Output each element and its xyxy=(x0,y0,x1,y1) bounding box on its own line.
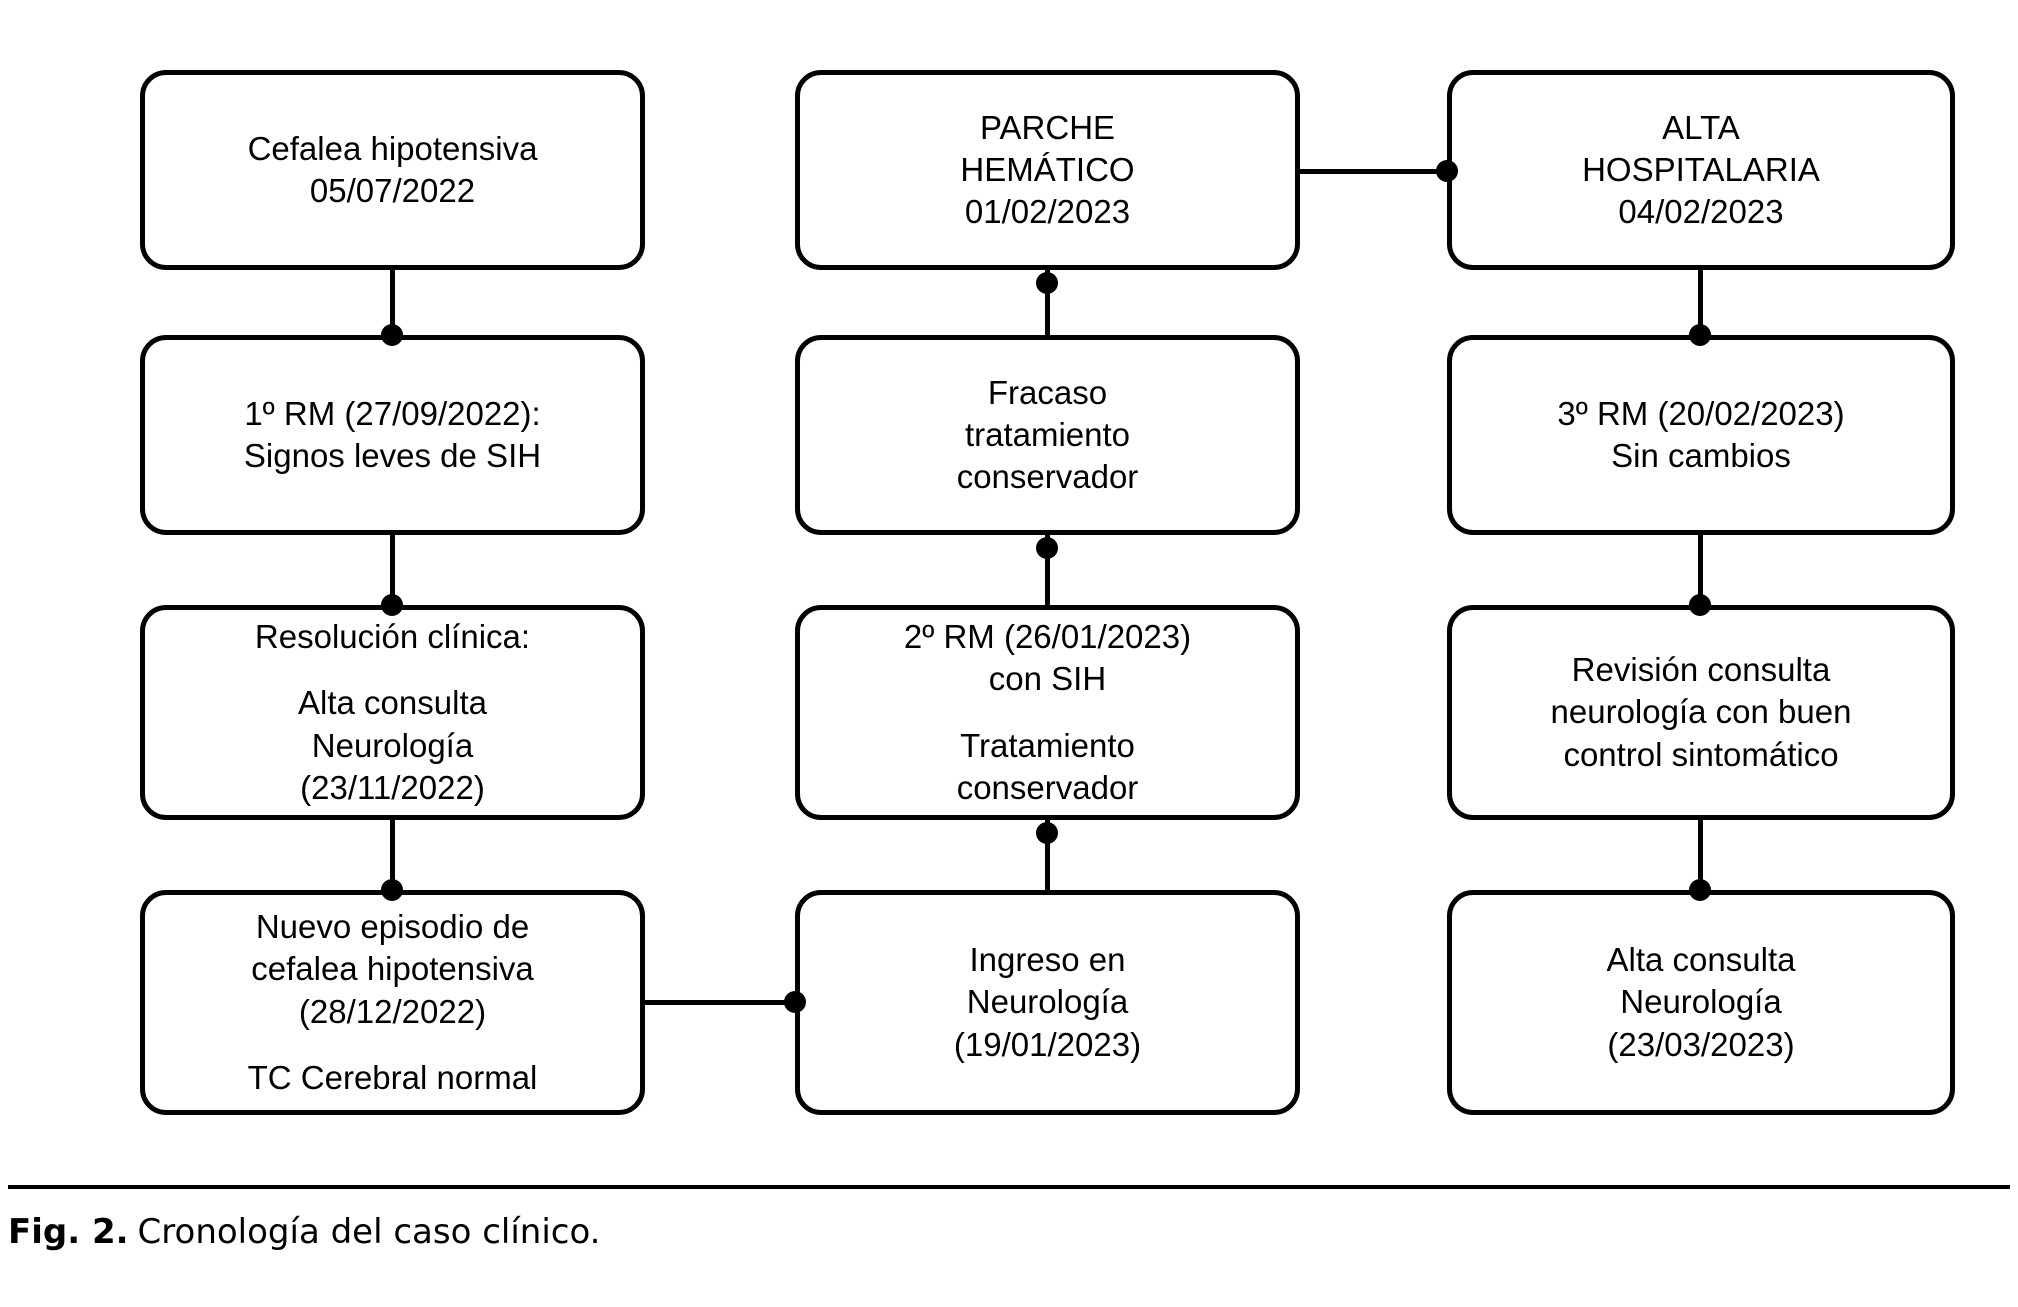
connector-endpoint-dot xyxy=(1436,160,1458,182)
connector-endpoint-dot xyxy=(1036,537,1058,559)
node-group: TC Cerebral normal xyxy=(248,1057,538,1099)
connector-endpoint-dot xyxy=(1689,879,1711,901)
connector-endpoint-dot xyxy=(1036,822,1058,844)
node-group: Nuevo episodio de cefalea hipotensiva (2… xyxy=(251,906,534,1033)
node-revision-consulta[interactable]: Revisión consulta neurología con buen co… xyxy=(1447,605,1955,820)
node-line: 04/02/2023 xyxy=(1618,193,1784,231)
connector-c1r3-to-c1r4 xyxy=(390,820,395,890)
node-fracaso-tratamiento[interactable]: Fracaso tratamiento conservador xyxy=(795,335,1300,535)
node-alta-consulta-neurologia[interactable]: Alta consulta Neurología (23/03/2023) xyxy=(1447,890,1955,1115)
node-cefalea-hipotensiva[interactable]: Cefalea hipotensiva 05/07/2022 xyxy=(140,70,645,270)
node-resolucion-clinica[interactable]: Resolución clínica: Alta consulta Neurol… xyxy=(140,605,645,820)
node-line: Fracaso xyxy=(987,373,1108,411)
connector-c2r4-to-c2r3 xyxy=(1045,820,1050,890)
figure-caption-label: Fig. 2. xyxy=(8,1212,129,1252)
node-line: 3º RM (20/02/2023) xyxy=(1557,394,1845,432)
node-line: con SIH xyxy=(988,660,1107,698)
node-line: conservador xyxy=(956,768,1139,806)
connector-endpoint-dot xyxy=(1036,272,1058,294)
node-tercera-rm[interactable]: 3º RM (20/02/2023) Sin cambios xyxy=(1447,335,1955,535)
node-line: Cefalea hipotensiva xyxy=(247,129,538,167)
node-line: Signos leves de SIH xyxy=(243,437,542,474)
connector-c1r1-to-c1r2 xyxy=(390,270,395,335)
connector-c2r3-to-c2r2 xyxy=(1045,535,1050,605)
connector-c2r1-to-c3r1 xyxy=(1300,169,1447,174)
node-line: 05/07/2022 xyxy=(309,172,476,209)
node-line: 1º RM (27/09/2022): xyxy=(244,394,541,432)
node-line: (28/12/2022) xyxy=(298,992,487,1030)
node-group: 2º RM (26/01/2023) con SIH xyxy=(904,616,1191,700)
node-group: Tratamiento conservador xyxy=(957,725,1139,809)
node-line: Alta consulta xyxy=(298,684,487,722)
node-line: Nuevo episodio de xyxy=(255,908,530,946)
node-line: Sin cambios xyxy=(1611,437,1791,474)
node-line: HOSPITALARIA xyxy=(1582,150,1820,188)
node-alta-hospitalaria[interactable]: ALTA HOSPITALARIA 04/02/2023 xyxy=(1447,70,1955,270)
caption-divider-rule xyxy=(8,1185,2010,1189)
node-line: Alta consulta xyxy=(1606,941,1796,979)
connector-c3r3-to-c3r4 xyxy=(1698,820,1703,890)
node-line: HEMÁTICO xyxy=(960,150,1135,188)
node-line: PARCHE xyxy=(979,108,1116,146)
connector-endpoint-dot xyxy=(1689,594,1711,616)
node-line: Resolución clínica: xyxy=(254,618,531,656)
node-segunda-rm[interactable]: 2º RM (26/01/2023) con SIH Tratamiento c… xyxy=(795,605,1300,820)
node-line: 2º RM (26/01/2023) xyxy=(903,618,1192,656)
node-line: TC Cerebral normal xyxy=(247,1058,538,1096)
node-group: Resolución clínica: xyxy=(255,616,530,658)
node-parche-hematico[interactable]: PARCHE HEMÁTICO 01/02/2023 xyxy=(795,70,1300,270)
figure-caption: Fig. 2.Cronología del caso clínico. xyxy=(8,1212,600,1253)
connector-endpoint-dot xyxy=(381,324,403,346)
node-group: Alta consulta Neurología (23/11/2022) xyxy=(298,682,487,809)
node-line: Tratamiento xyxy=(960,726,1135,764)
node-line: Neurología xyxy=(966,983,1129,1021)
node-line: 01/02/2023 xyxy=(964,193,1131,231)
node-line: Revisión consulta xyxy=(1571,651,1831,689)
node-primera-rm[interactable]: 1º RM (27/09/2022): Signos leves de SIH xyxy=(140,335,645,535)
node-line: control sintomático xyxy=(1563,735,1839,773)
connector-endpoint-dot xyxy=(381,879,403,901)
node-line: tratamiento xyxy=(964,415,1131,453)
node-line: (19/01/2023) xyxy=(953,1025,1142,1063)
connector-c1r2-to-c1r3 xyxy=(390,535,395,605)
figure-caption-text: Cronología del caso clínico. xyxy=(137,1212,601,1252)
node-line: Neurología xyxy=(1620,983,1782,1021)
node-line: ALTA xyxy=(1662,108,1740,146)
connector-c3r1-to-c3r2 xyxy=(1698,270,1703,335)
connector-endpoint-dot xyxy=(784,991,806,1013)
flowchart-canvas: Cefalea hipotensiva 05/07/2022 1º RM (27… xyxy=(140,70,1955,1115)
node-line: Ingreso en xyxy=(969,941,1126,979)
connector-c3r2-to-c3r3 xyxy=(1698,535,1703,605)
node-nuevo-episodio[interactable]: Nuevo episodio de cefalea hipotensiva (2… xyxy=(140,890,645,1115)
node-line: Neurología xyxy=(311,726,474,764)
connector-c2r2-to-c2r1 xyxy=(1045,270,1050,335)
connector-endpoint-dot xyxy=(1689,324,1711,346)
connector-c1r4-to-c2r4 xyxy=(645,1000,795,1005)
node-line: (23/11/2022) xyxy=(300,768,485,806)
node-line: conservador xyxy=(956,458,1139,496)
connector-endpoint-dot xyxy=(381,594,403,616)
node-line: (23/03/2023) xyxy=(1607,1025,1795,1063)
node-line: cefalea hipotensiva xyxy=(251,950,534,988)
node-ingreso-neurologia[interactable]: Ingreso en Neurología (19/01/2023) xyxy=(795,890,1300,1115)
node-line: neurología con buen xyxy=(1550,693,1852,731)
